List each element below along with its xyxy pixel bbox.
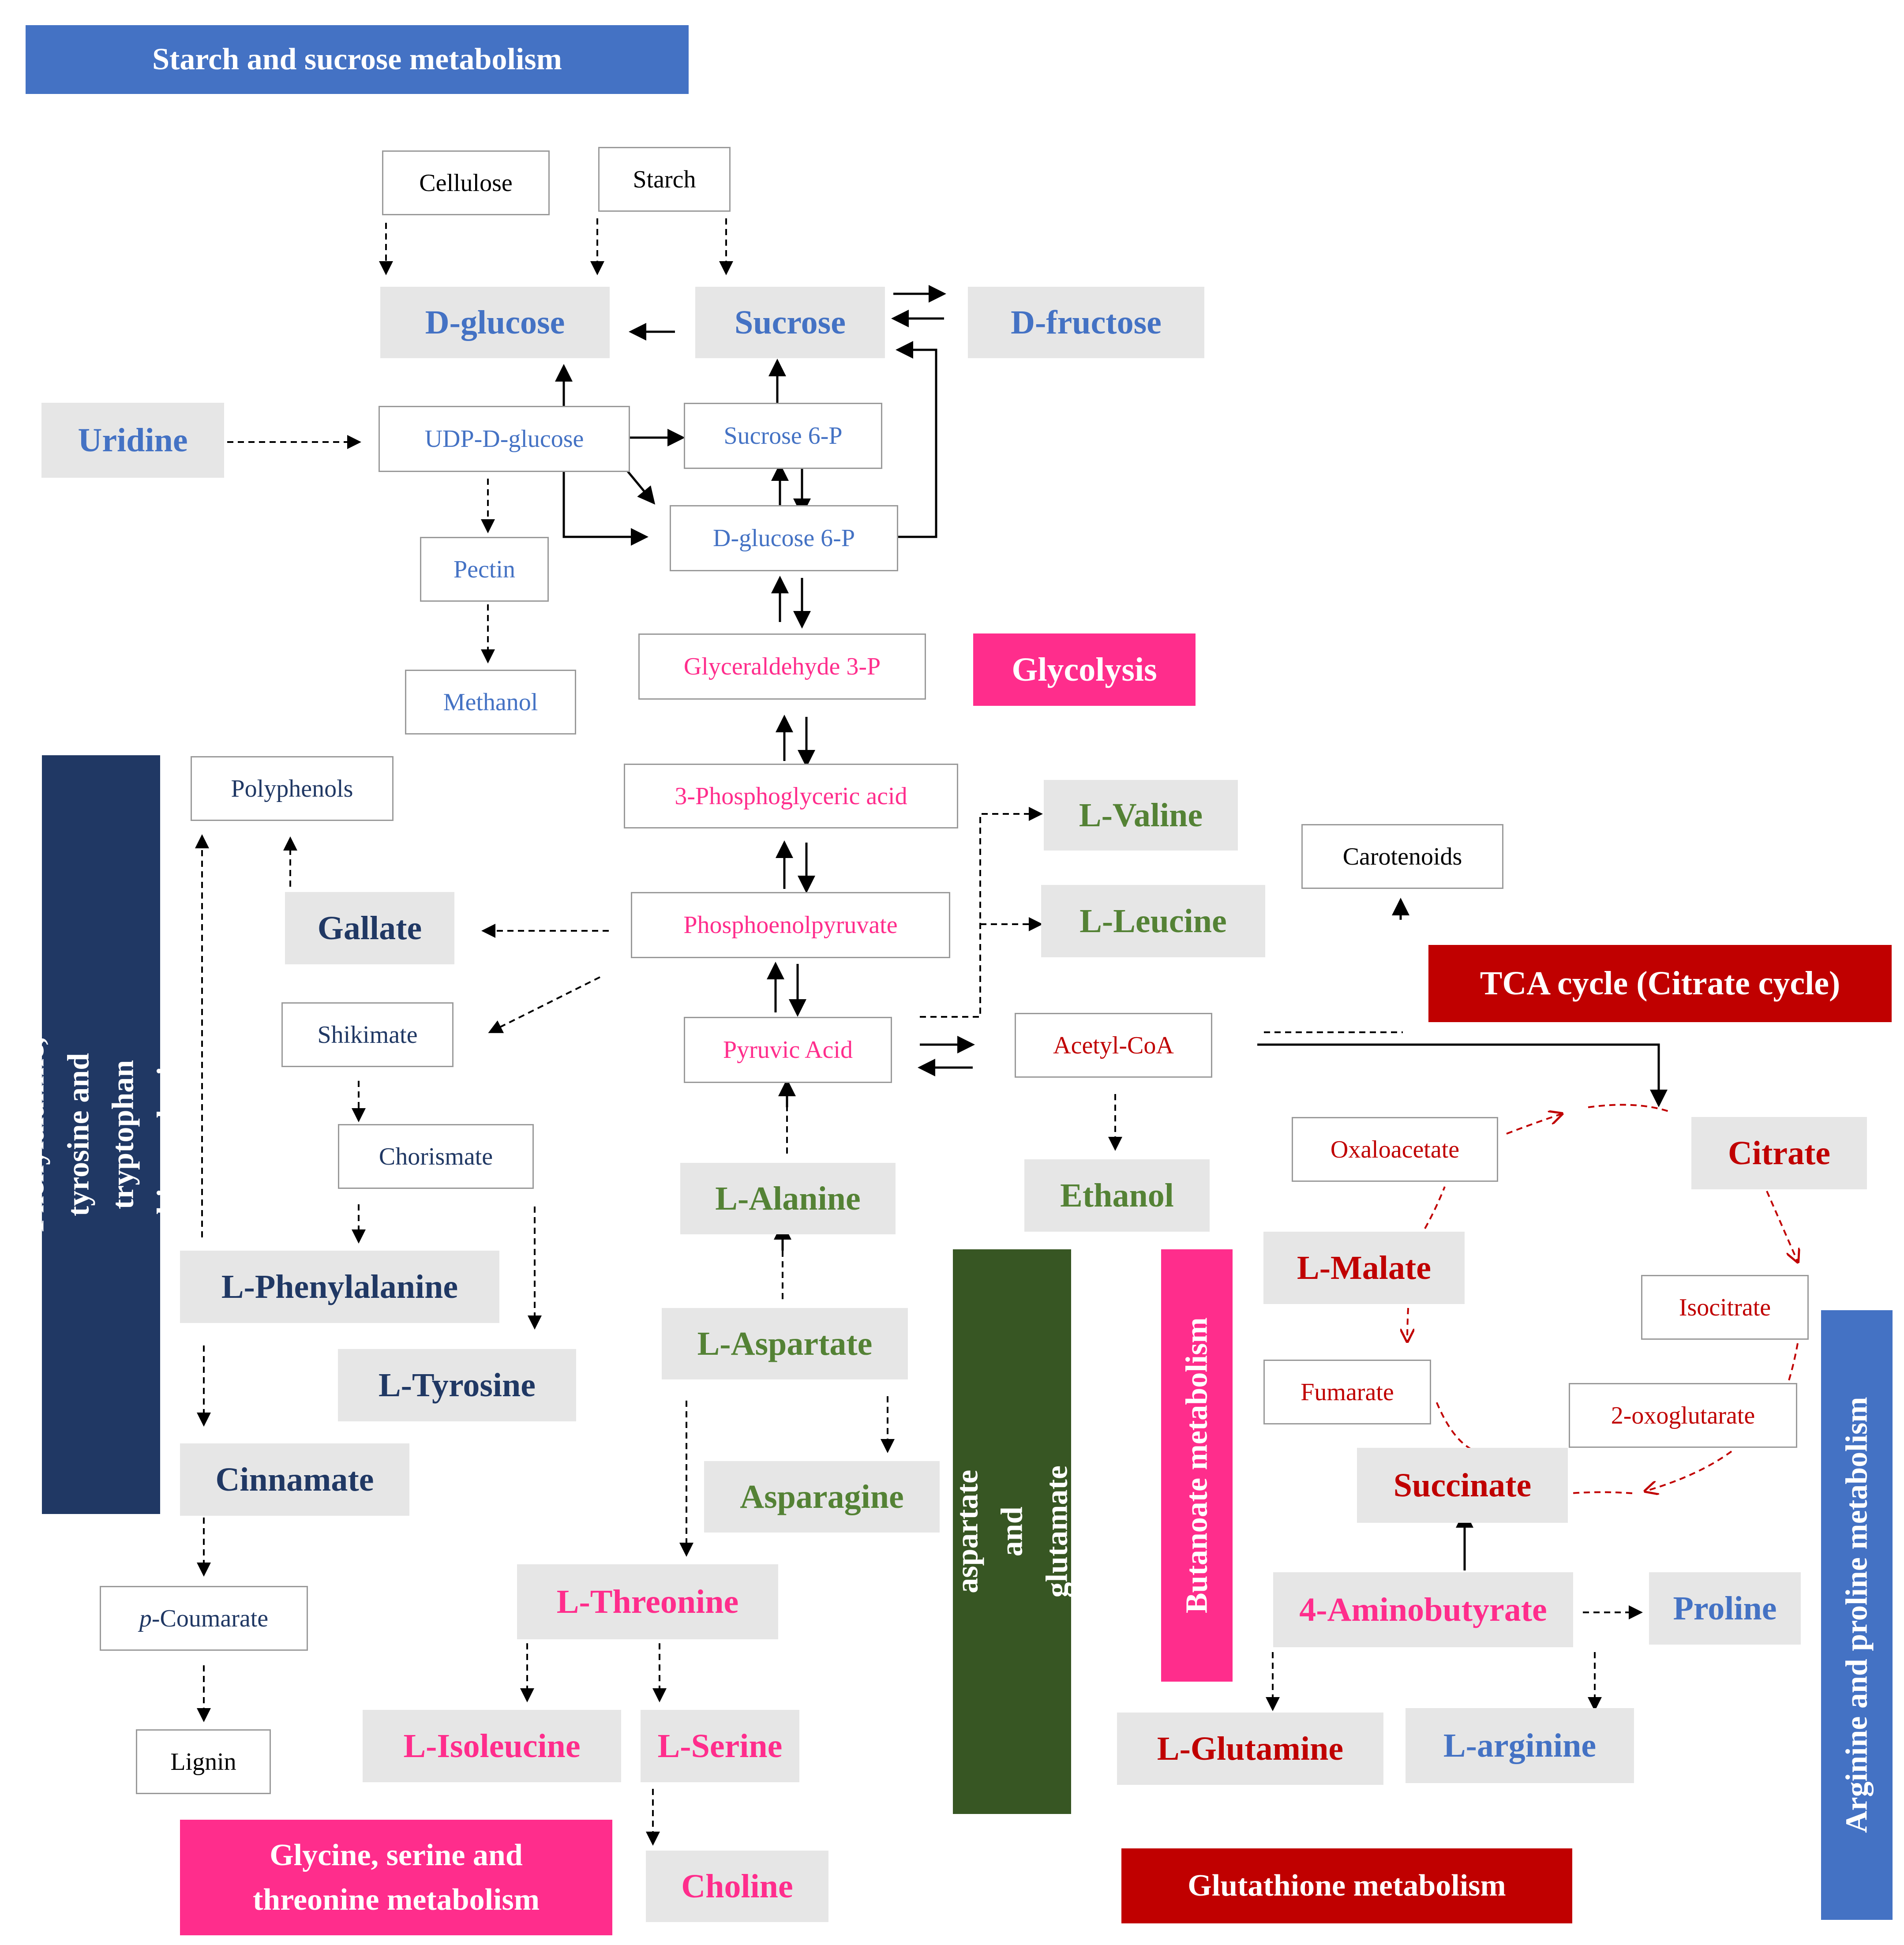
pathway-butanoate: Butanoate metabolism bbox=[1161, 1249, 1233, 1682]
node-d-glucose-6p: D-glucose 6-P bbox=[670, 505, 898, 571]
node-lignin: Lignin bbox=[136, 1729, 271, 1794]
node-pectin: Pectin bbox=[420, 537, 549, 602]
node-l-leucine: L-Leucine bbox=[1041, 885, 1265, 957]
node-l-aspartate: L-Aspartate bbox=[662, 1308, 908, 1379]
node-3-phosphoglyceric-acid: 3-Phosphoglyceric acid bbox=[624, 764, 958, 828]
pathway-glycine-serine-threonine: Glycine, serine and threonine metabolism bbox=[180, 1820, 612, 1935]
node-pyruvic-acid: Pyruvic Acid bbox=[684, 1017, 892, 1083]
node-methanol: Methanol bbox=[405, 670, 576, 735]
node-glyceraldehyde-3p: Glyceraldehyde 3-P bbox=[638, 633, 926, 700]
p-coumarate-name: -Coumarate bbox=[151, 1604, 269, 1632]
node-4-aminobutyrate: 4-Aminobutyrate bbox=[1273, 1572, 1573, 1647]
node-citrate: Citrate bbox=[1691, 1117, 1867, 1189]
solid-arrows bbox=[555, 285, 1668, 1570]
node-l-malate: L-Malate bbox=[1263, 1232, 1465, 1304]
node-asparagine: Asparagine bbox=[704, 1461, 940, 1533]
pathway-glycolysis: Glycolysis bbox=[973, 633, 1196, 706]
node-uridine: Uridine bbox=[41, 403, 224, 478]
pathway-alanine-aspartate-glutamate: Alanine, aspartate and glutamate metabol… bbox=[905, 1249, 1118, 1814]
node-l-isoleucine: L-Isoleucine bbox=[363, 1710, 621, 1782]
node-cinnamate: Cinnamate bbox=[180, 1443, 409, 1516]
node-oxaloacetate: Oxaloacetate bbox=[1292, 1117, 1498, 1182]
node-l-glutamine: L-Glutamine bbox=[1117, 1713, 1383, 1785]
node-polyphenols: Polyphenols bbox=[191, 756, 394, 821]
pathway-arginine-proline: Arginine and proline metabolism bbox=[1821, 1310, 1893, 1920]
dashed-arrows bbox=[195, 218, 1643, 1846]
node-udp-d-glucose: UDP-D-glucose bbox=[379, 406, 630, 472]
node-choline: Choline bbox=[646, 1851, 828, 1922]
tca-cycle-arrows bbox=[1407, 1104, 1798, 1493]
node-l-threonine: L-Threonine bbox=[517, 1564, 778, 1639]
pathway-starch-sucrose: Starch and sucrose metabolism bbox=[26, 25, 689, 94]
node-p-coumarate: p-Coumarate bbox=[100, 1586, 308, 1651]
node-l-valine: L-Valine bbox=[1044, 780, 1238, 851]
node-2-oxoglutarate: 2-oxoglutarate bbox=[1569, 1383, 1797, 1448]
node-l-serine: L-Serine bbox=[641, 1710, 799, 1782]
node-gallate: Gallate bbox=[285, 892, 454, 964]
node-sucrose-6p: Sucrose 6-P bbox=[684, 403, 882, 469]
node-shikimate: Shikimate bbox=[281, 1002, 454, 1067]
node-l-alanine: L-Alanine bbox=[680, 1163, 896, 1234]
node-ethanol: Ethanol bbox=[1024, 1159, 1210, 1232]
p-coumarate-prefix: p bbox=[139, 1604, 152, 1632]
pathway-tca-cycle: TCA cycle (Citrate cycle) bbox=[1428, 945, 1892, 1022]
node-cellulose: Cellulose bbox=[382, 150, 550, 215]
node-chorismate: Chorismate bbox=[338, 1124, 534, 1189]
node-isocitrate: Isocitrate bbox=[1641, 1275, 1809, 1340]
pathway-phenylalanine-tyrosine-tryptophan: Phenylalanine, tyrosine and tryptophan b… bbox=[17, 755, 185, 1514]
node-proline: Proline bbox=[1649, 1572, 1801, 1645]
node-acetyl-coa: Acetyl-CoA bbox=[1015, 1013, 1212, 1078]
node-carotenoids: Carotenoids bbox=[1301, 824, 1503, 889]
node-fumarate: Fumarate bbox=[1263, 1360, 1431, 1424]
node-l-phenylalanine: L-Phenylalanine bbox=[180, 1251, 499, 1323]
node-l-tyrosine: L-Tyrosine bbox=[338, 1349, 576, 1421]
node-phosphoenolpyruvate: Phosphoenolpyruvate bbox=[631, 892, 950, 958]
node-starch: Starch bbox=[598, 147, 731, 212]
node-sucrose: Sucrose bbox=[695, 287, 885, 358]
pathway-glutathione: Glutathione metabolism bbox=[1121, 1848, 1572, 1923]
node-succinate: Succinate bbox=[1357, 1448, 1568, 1523]
node-d-glucose: D-glucose bbox=[380, 287, 610, 358]
node-l-arginine: L-arginine bbox=[1406, 1708, 1634, 1783]
node-d-fructose: D-fructose bbox=[968, 287, 1204, 358]
